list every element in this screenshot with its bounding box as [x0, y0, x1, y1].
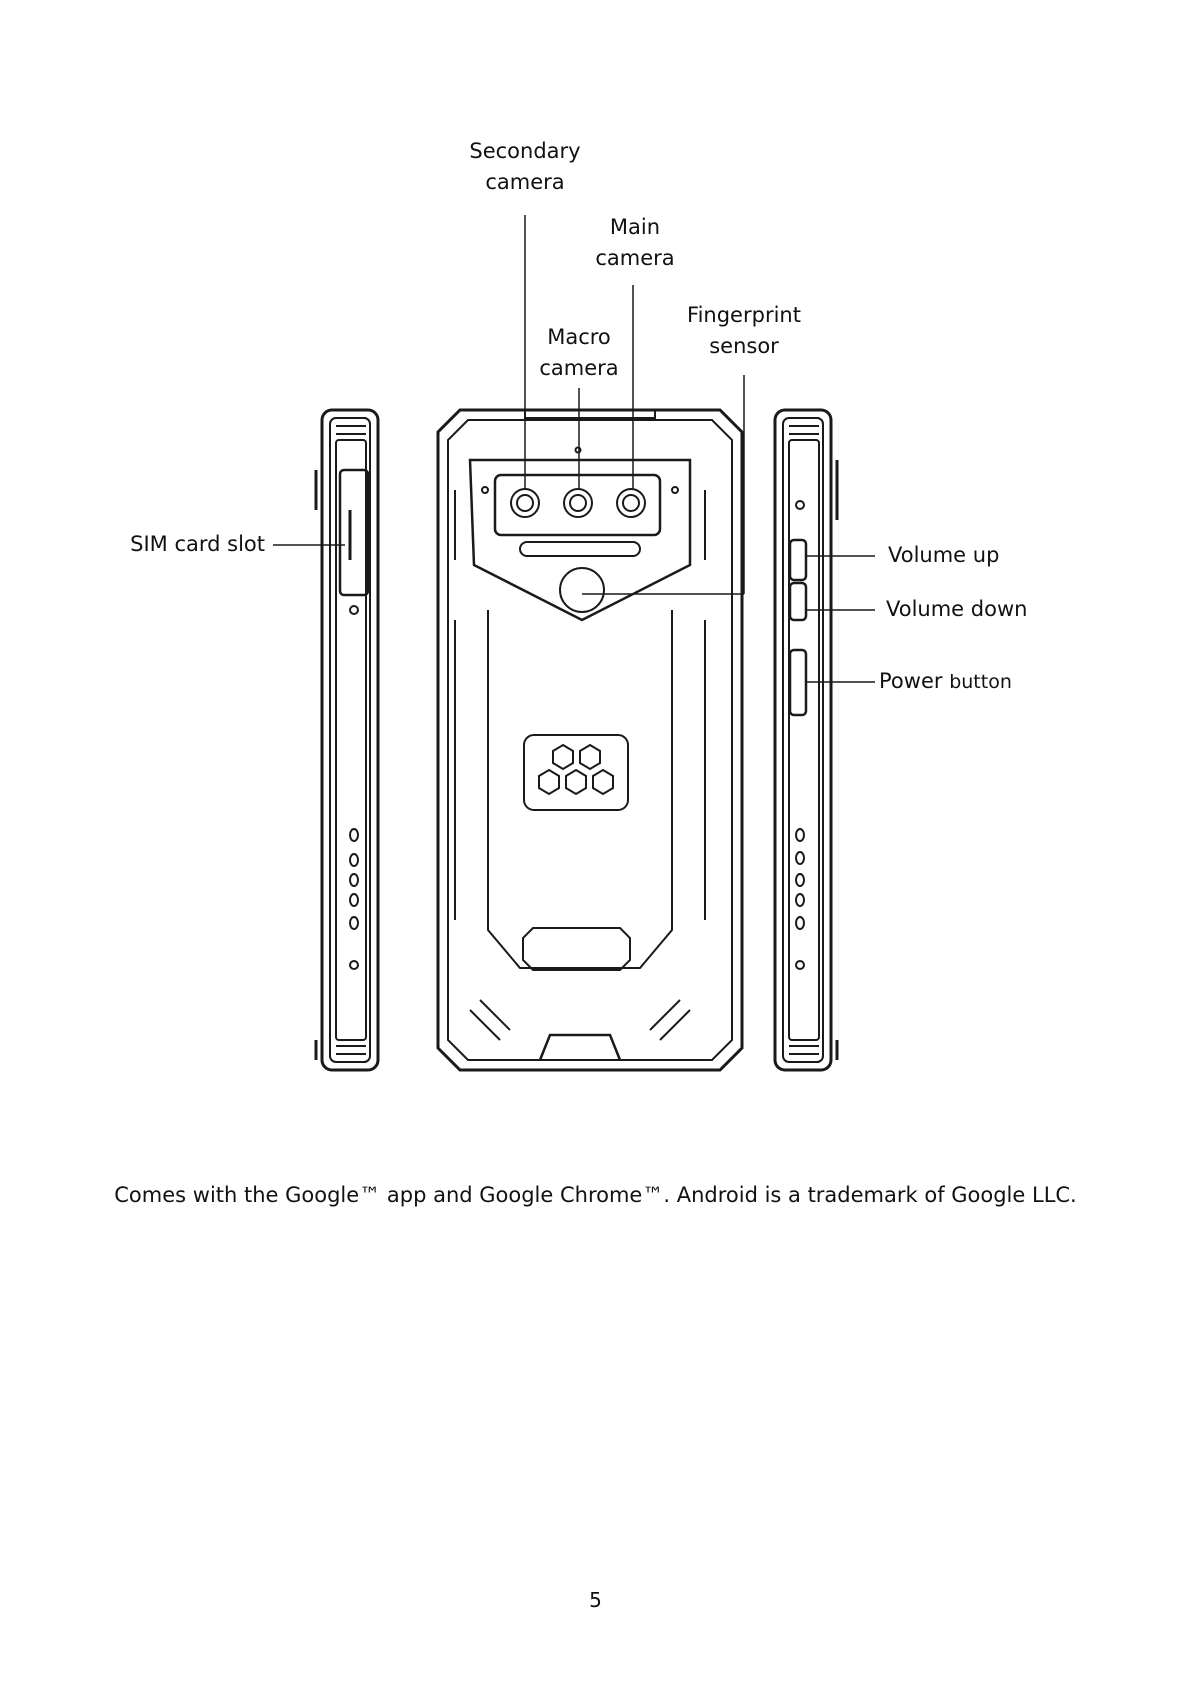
macro-camera-label: Macro camera — [519, 322, 639, 384]
power-button-label: Power button — [879, 666, 1012, 698]
secondary-camera-label: Secondary camera — [465, 136, 585, 198]
callout-lines — [273, 215, 875, 682]
volume-up-label: Volume up — [888, 540, 999, 571]
left-side-view — [316, 410, 378, 1070]
back-view — [438, 410, 742, 1070]
volume-down-label: Volume down — [886, 594, 1027, 625]
trademark-note: Comes with the Google™ app and Google Ch… — [0, 1183, 1191, 1207]
main-camera-label: Main camera — [575, 212, 695, 274]
sim-card-slot-label: SIM card slot — [100, 529, 265, 560]
right-side-view — [775, 410, 837, 1070]
page-number: 5 — [0, 1588, 1191, 1612]
fingerprint-sensor-label: Fingerprint sensor — [674, 300, 814, 362]
